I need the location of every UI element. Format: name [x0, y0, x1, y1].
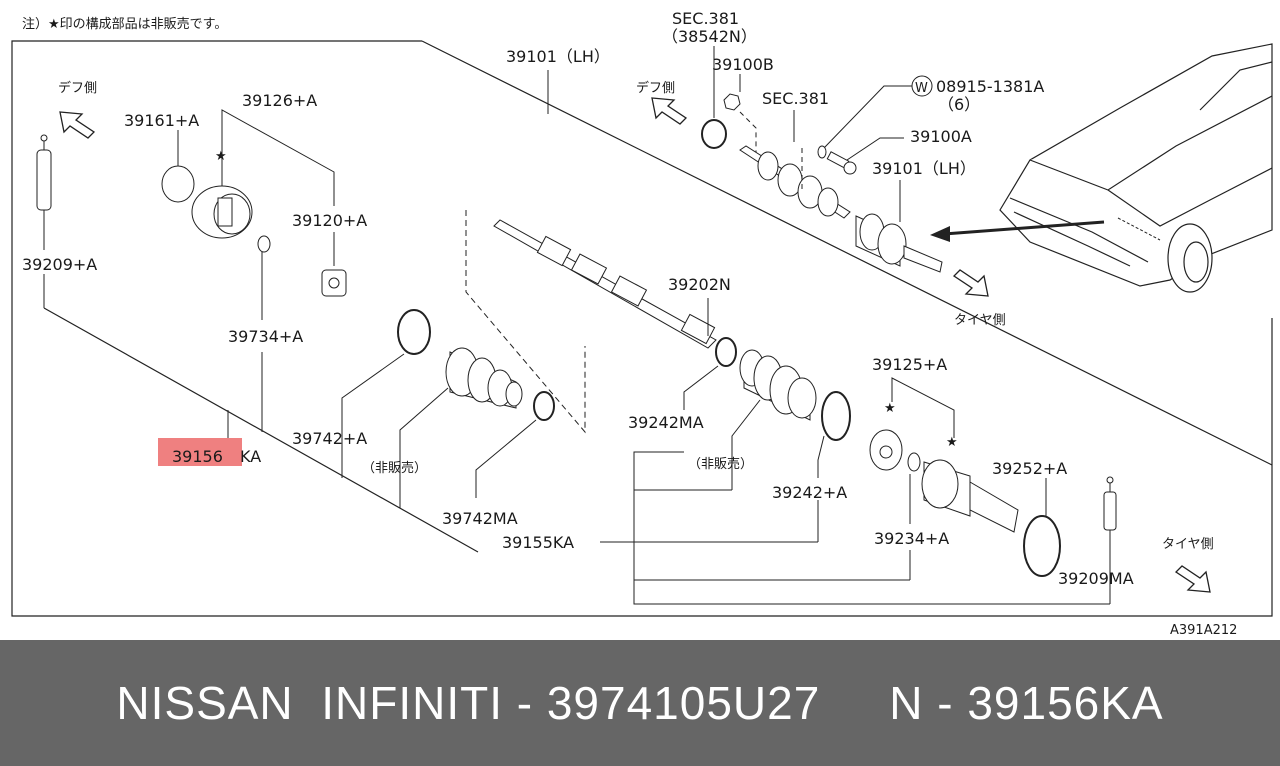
drawing-code: A391A212 [1170, 623, 1237, 638]
label-39252A: 39252+A [992, 459, 1067, 478]
leader-39742A [341, 353, 405, 478]
label-not-for-sale-left: （非販売） [362, 460, 427, 476]
snap-ring-39734 [257, 235, 271, 253]
grease-fitting-left [36, 134, 52, 211]
boot-outer [739, 349, 817, 421]
label-w-circle: W [915, 81, 928, 96]
drive-shaft-39100 [493, 219, 717, 349]
label-39242A: 39242+A [772, 483, 847, 502]
label-39120A: 39120+A [292, 211, 367, 230]
label-39202N: 39202N [668, 275, 731, 294]
label-39100A: 39100A [910, 127, 972, 146]
label-39156KA-highlight: 39156 [172, 447, 223, 466]
label-39161A: 39161+A [124, 111, 199, 130]
car-pointer-arrow [930, 220, 1105, 242]
tire-side-label-bottom: タイヤ側 [1162, 537, 1214, 552]
diff-side-label-right: デフ側 [636, 80, 675, 96]
label-39742A: 39742+A [292, 429, 367, 448]
star-39126: ★ [215, 149, 227, 164]
label-sec381-mid: SEC.381 [762, 89, 829, 108]
label-qty6: （6） [938, 95, 980, 114]
note-text: 注）★印の構成部品は非販売です。 [22, 16, 227, 32]
spider-assembly-39120 [321, 269, 347, 297]
outer-ball-cage [869, 429, 903, 471]
outer-frame [11, 40, 1273, 617]
label-08915: 08915-1381A [936, 77, 1044, 96]
label-39234A: 39234+A [874, 529, 949, 548]
boot-band-39742M [533, 391, 555, 421]
tire-side-arrow-top [952, 269, 989, 297]
nut-39100B [723, 93, 741, 111]
label-39209A: 39209+A [22, 255, 97, 274]
shaft-boundary-line [421, 40, 1273, 466]
boot-band-39242M [715, 337, 737, 367]
washer-08915 [817, 145, 827, 159]
parts-diagram: 注）★印の構成部品は非販売です。 デフ側 デフ側 タイヤ側 タイヤ側 39209… [11, 9, 1273, 638]
label-sec381-top: SEC.381 [672, 9, 739, 28]
boot-band-39742 [397, 309, 431, 355]
label-39734A: 39734+A [228, 327, 303, 346]
leader-boot-outer [731, 399, 761, 490]
leader-car-shaft [1117, 217, 1161, 241]
label-sec381-sub: （38542N） [662, 27, 757, 46]
leader-boot-inner [399, 387, 449, 508]
label-39155KA: 39155KA [502, 533, 574, 552]
tire-side-arrow-bottom [1174, 565, 1211, 593]
leader-39100A [843, 137, 904, 163]
label-39125A: 39125+A [872, 355, 947, 374]
part-number-banner: NISSAN INFINITI - 3974105U27 N - 39156KA [116, 677, 1164, 729]
highlight-39156KA [158, 438, 242, 466]
leader-08915 [823, 85, 912, 149]
circlip-39234 [907, 452, 921, 472]
leader-39125A [891, 377, 955, 438]
leader-39126A-b [221, 109, 335, 206]
diff-side-arrow-left [59, 111, 96, 139]
label-39100B: 39100B [712, 55, 774, 74]
footer-banner: NISSAN INFINITI - 3974105U27 N - 39156KA [0, 640, 1280, 766]
dust-cap-39161 [161, 165, 195, 203]
shaft-dashed-box [465, 210, 586, 434]
diff-side-label-left: デフ側 [58, 80, 97, 96]
boot-inner [445, 347, 523, 409]
label-39101LH-mid: 39101（LH） [872, 159, 976, 178]
assembly-bracket [600, 451, 1110, 605]
star-39125-a: ★ [884, 401, 896, 416]
bolt-39100A [826, 151, 857, 175]
star-39125-b: ★ [946, 435, 958, 450]
outer-joint-housing [921, 459, 1019, 533]
label-39242MA: 39242MA [628, 413, 704, 432]
label-39742MA: 39742MA [442, 509, 518, 528]
label-39156KA-rest: KA [240, 447, 261, 466]
boot-band-39242 [821, 391, 851, 441]
oil-seal-38542 [701, 119, 727, 149]
leader-39742MA [475, 419, 537, 498]
dust-shield-39252 [1023, 515, 1061, 577]
left-panel-line [43, 307, 479, 553]
inner-housing-39156 [191, 185, 253, 239]
leader-39242A [817, 435, 825, 478]
label-39209MA: 39209MA [1058, 569, 1134, 588]
tire-side-label-top: タイヤ側 [954, 313, 1006, 328]
leader-39242MA [683, 365, 719, 410]
leader-39100B-dash [739, 111, 757, 160]
label-39101LH-top: 39101（LH） [506, 47, 610, 66]
diff-side-arrow-right [651, 97, 688, 125]
label-39126A: 39126+A [242, 91, 317, 110]
shaft-assembly-top [739, 145, 943, 273]
label-not-for-sale-right: （非販売） [688, 456, 753, 472]
grease-fitting-right [1103, 476, 1117, 531]
